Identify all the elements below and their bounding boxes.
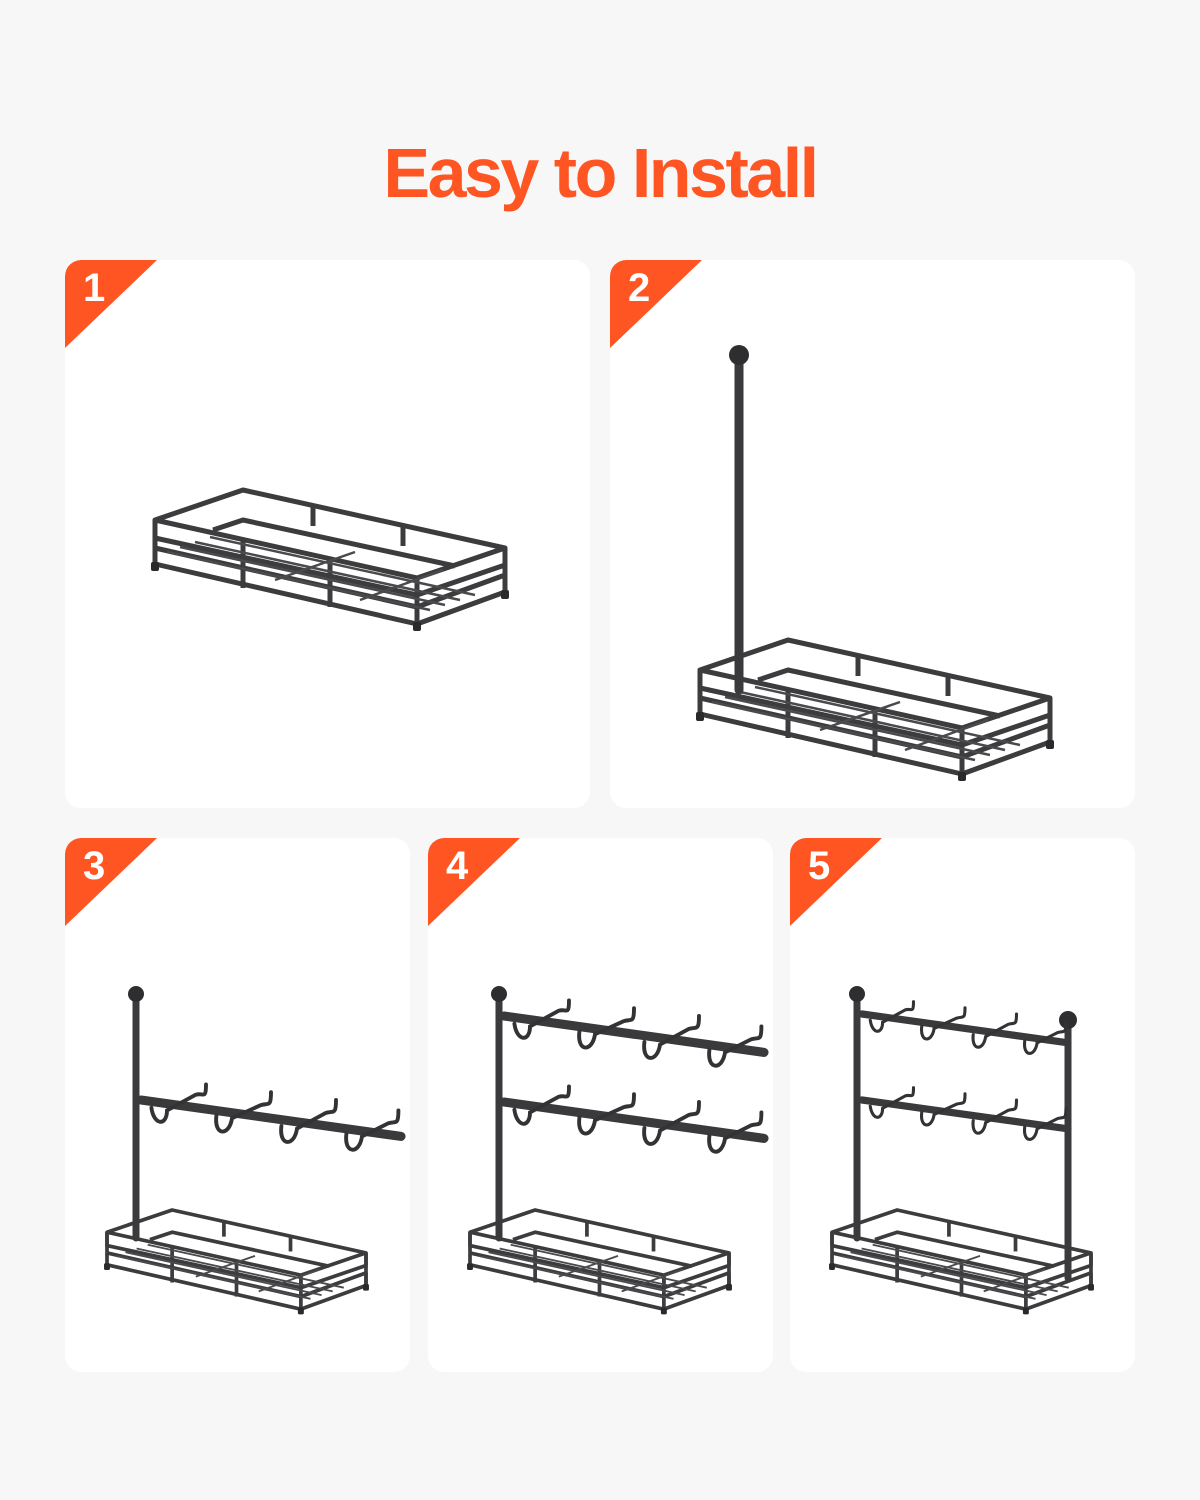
step-panel-3: 3 bbox=[65, 838, 410, 1372]
step-number-3: 3 bbox=[83, 844, 106, 888]
step-number-1: 1 bbox=[83, 266, 106, 310]
step-panel-5: 5 bbox=[790, 838, 1135, 1372]
step-panel-4: 4 bbox=[428, 838, 773, 1372]
pole-with-two-hook-bars-illustration bbox=[465, 986, 773, 1317]
step-number-4: 4 bbox=[446, 844, 469, 888]
pole-with-one-hook-bar-illustration bbox=[102, 986, 410, 1317]
base-tray-with-pole-illustration bbox=[610, 345, 1135, 808]
step-panel-2: 2 bbox=[610, 260, 1135, 808]
base-tray-illustration bbox=[65, 260, 590, 808]
complete-rack-illustration bbox=[827, 986, 1096, 1317]
step-number-5: 5 bbox=[808, 844, 831, 888]
step-panel-1: 1 bbox=[65, 260, 590, 808]
page-title: Easy to Install bbox=[383, 134, 819, 212]
step-number-2: 2 bbox=[628, 266, 651, 310]
